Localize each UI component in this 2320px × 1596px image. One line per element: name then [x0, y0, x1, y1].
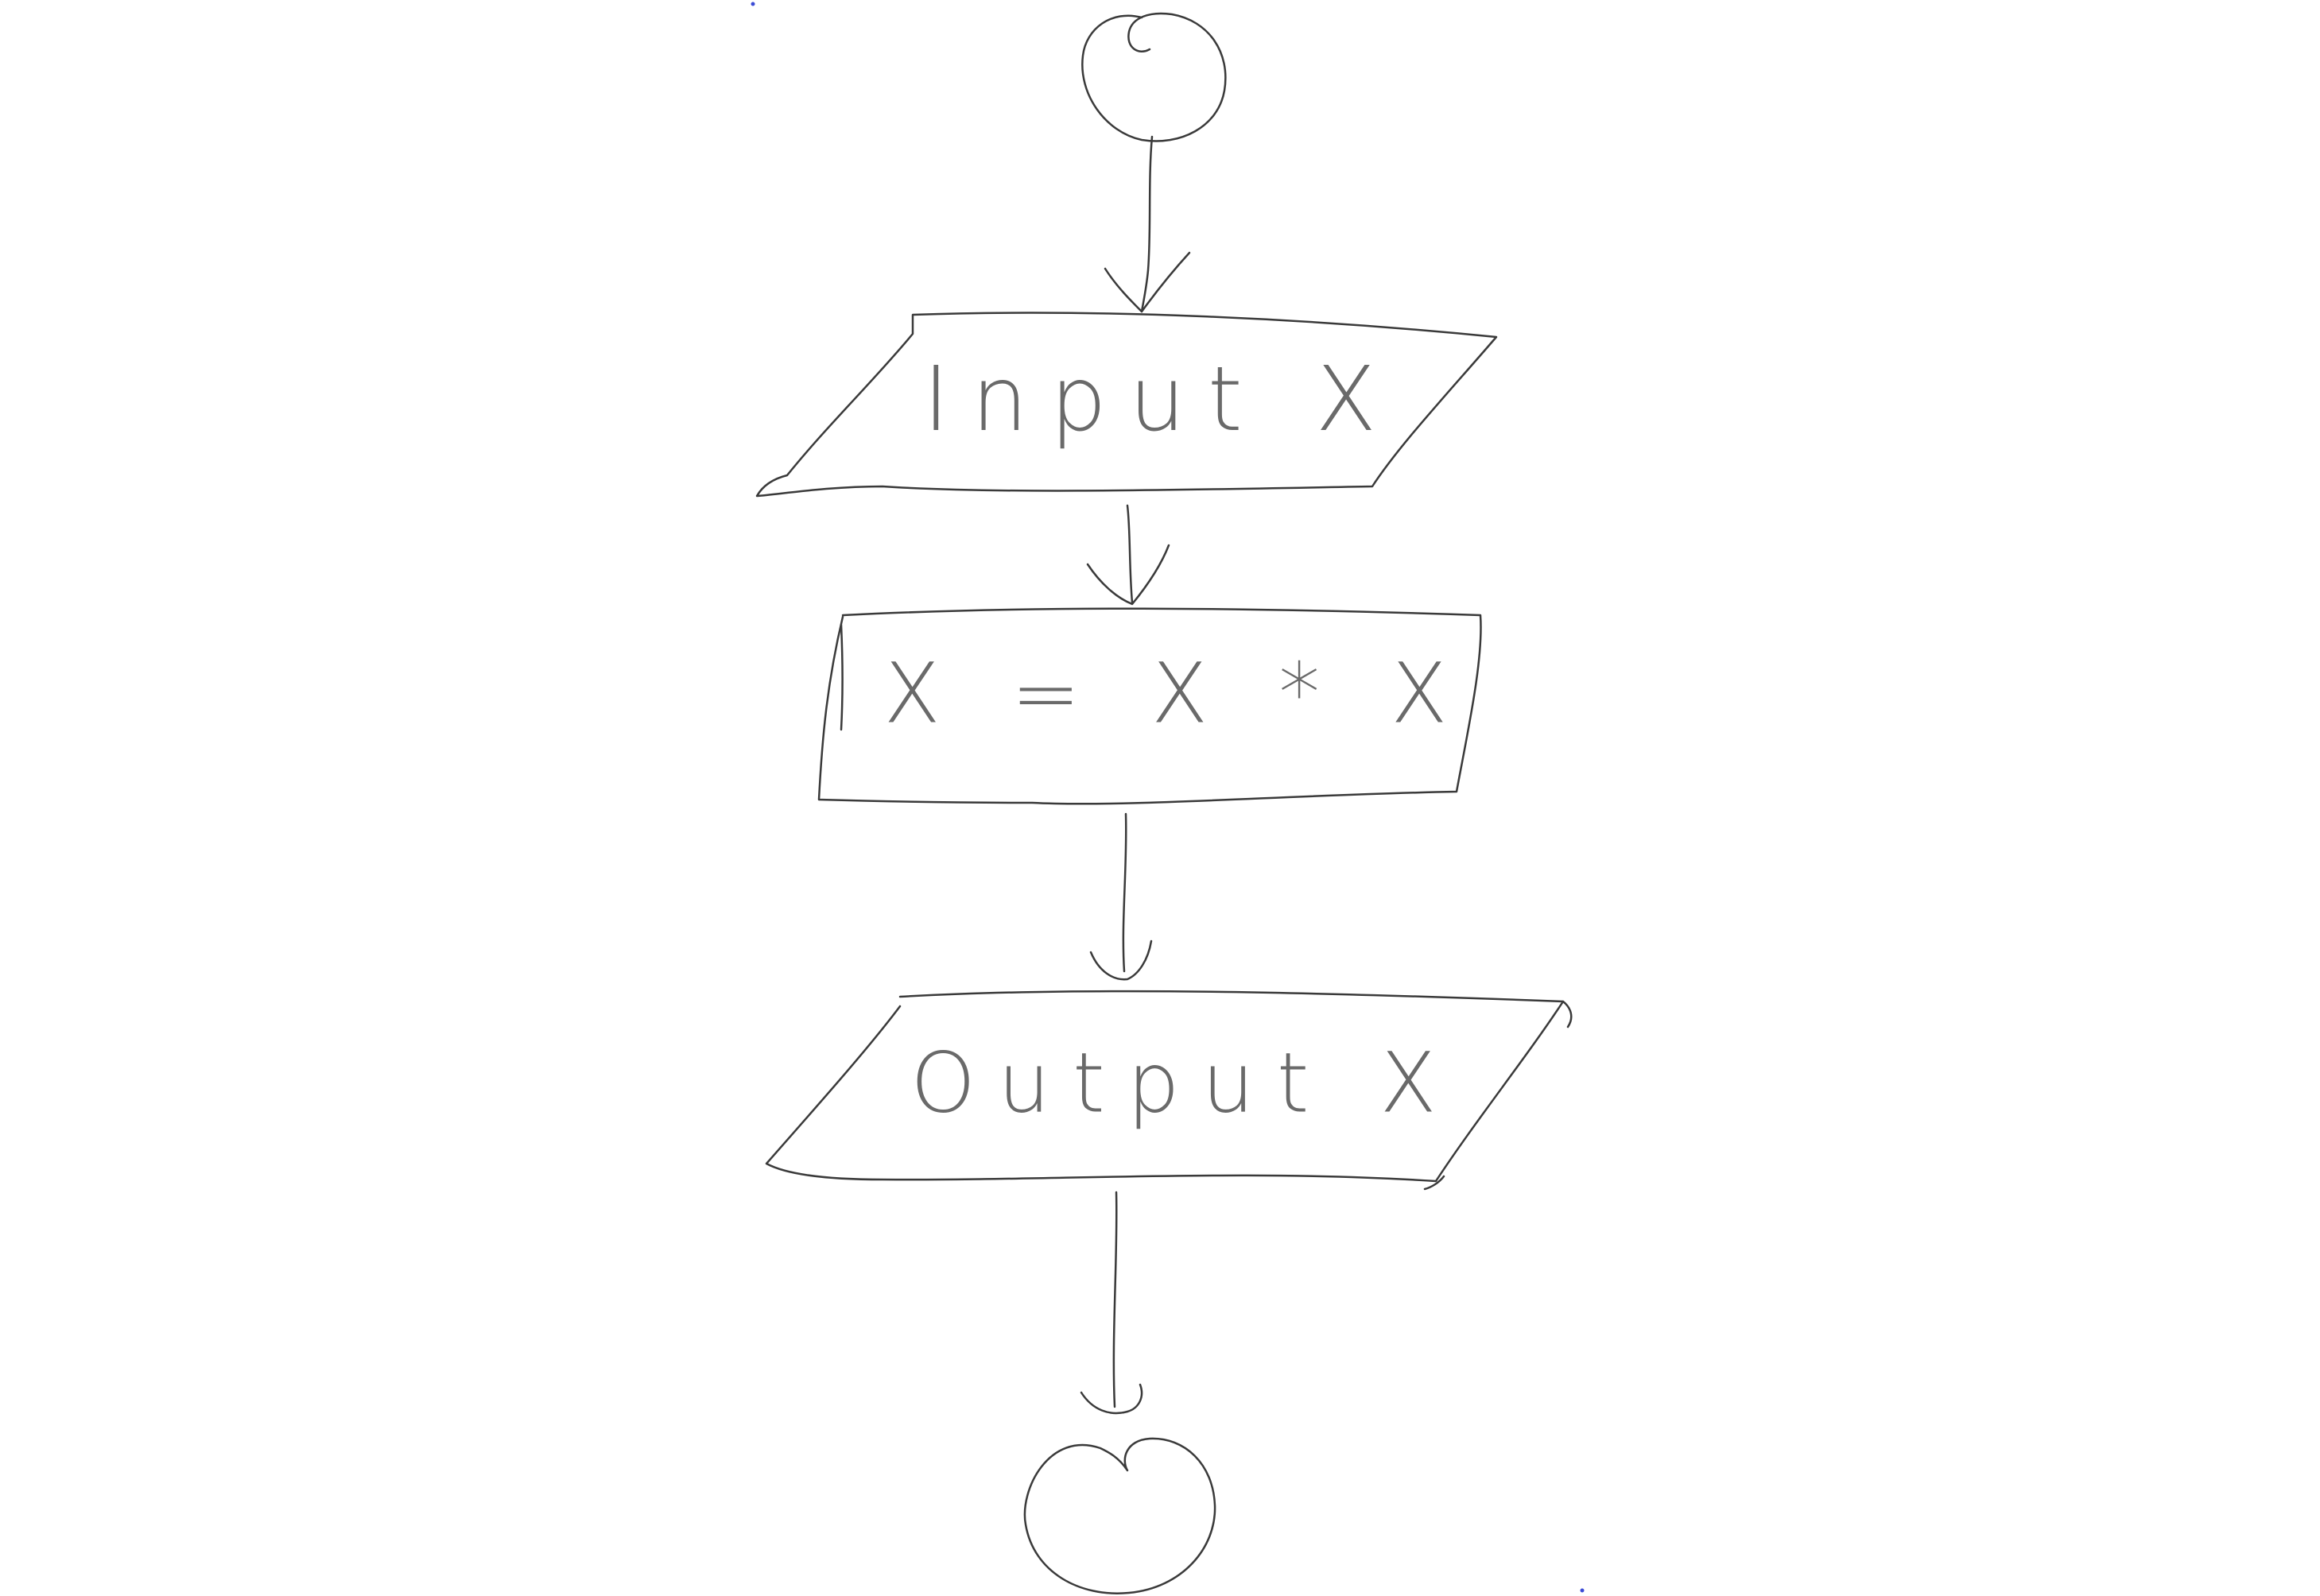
- input-shape: [755, 312, 1498, 498]
- input-node[interactable]: Input X: [755, 312, 1498, 498]
- start-node[interactable]: [1081, 12, 1227, 142]
- process-node[interactable]: X = X * X: [817, 607, 1482, 805]
- edge-start-to-input: [1104, 135, 1191, 313]
- edge-process-to-output: [1089, 812, 1153, 981]
- end-node[interactable]: [1023, 1437, 1216, 1594]
- edge-output-to-end: [1080, 1191, 1143, 1415]
- process-label: X = X * X: [883, 645, 1469, 742]
- stray-dot: [751, 2, 755, 6]
- output-shape: [765, 990, 1573, 1191]
- input-label: Input X: [923, 348, 1399, 451]
- output-label: Output X: [910, 1034, 1459, 1131]
- edge-input-to-process: [1086, 504, 1170, 606]
- stray-dot: [1580, 1588, 1585, 1593]
- output-node[interactable]: Output X: [765, 990, 1573, 1191]
- process-shape: [817, 607, 1482, 805]
